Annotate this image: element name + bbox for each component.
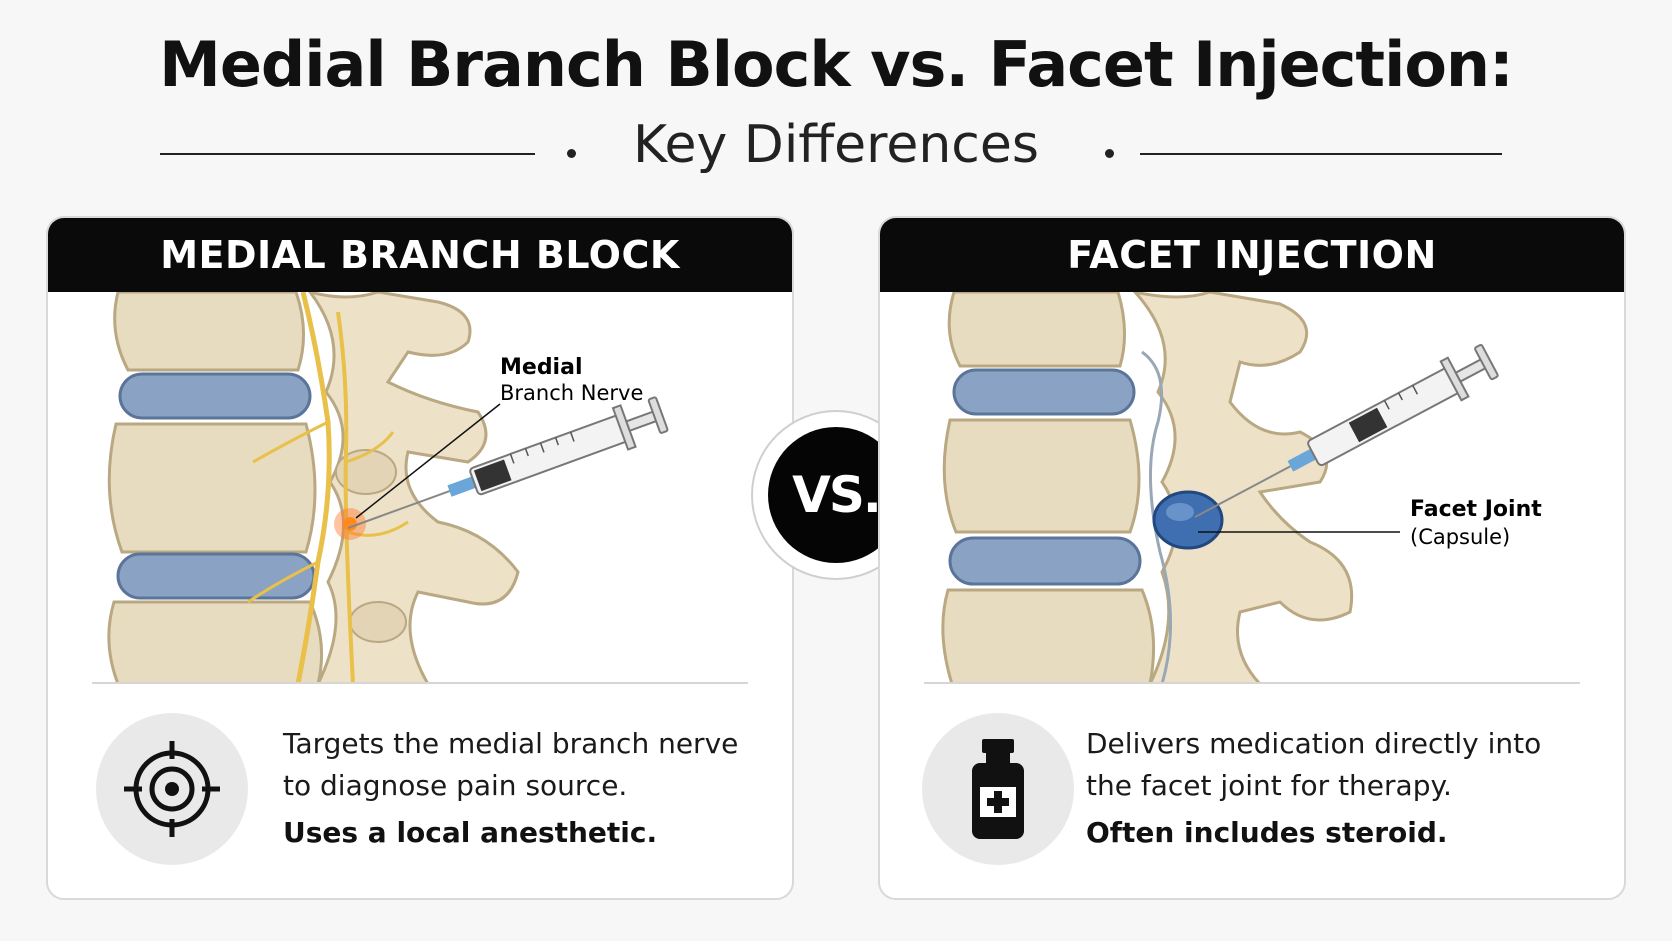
medicine-vial-icon <box>972 739 1024 839</box>
panel-emphasis: Uses a local anesthetic. <box>283 816 658 849</box>
panel-emphasis: Often includes steroid. <box>1086 816 1448 849</box>
spine-illustration-facet-joint: Facet Joint (Capsule) <box>941 292 1542 684</box>
panel-heading: MEDIAL BRANCH BLOCK <box>48 218 792 292</box>
facet-injection-panel: FACET INJECTION Facet Joint (Capsule) <box>878 216 1626 900</box>
medicine-vial-icon-badge <box>922 713 1074 865</box>
bullet-dot-right <box>1105 149 1114 158</box>
joint-label: (Capsule) <box>1410 525 1510 549</box>
bullet-dot-left <box>567 149 576 158</box>
spine-illustration-medial-branch: Medial Branch Nerve <box>107 292 669 684</box>
subtitle-row: Key Differences <box>0 115 1672 185</box>
medial-branch-block-panel: MEDIAL BRANCH BLOCK <box>46 216 794 900</box>
syringe-icon <box>347 396 669 529</box>
panel-divider <box>92 682 748 684</box>
panel-description: Targets the medial branch nerve to diagn… <box>283 727 739 802</box>
target-icon-badge <box>96 713 248 865</box>
page-subtitle: Key Differences <box>633 115 1039 175</box>
panel-heading: FACET INJECTION <box>880 218 1624 292</box>
divider-line-left <box>160 153 535 155</box>
nerve-label: Branch Nerve <box>500 381 643 405</box>
syringe-icon <box>1194 344 1499 518</box>
panel-divider <box>924 682 1580 684</box>
joint-label-bold: Facet Joint <box>1410 497 1542 522</box>
target-icon <box>124 741 220 837</box>
nerve-label-bold: Medial <box>500 355 583 380</box>
page-title: Medial Branch Block vs. Facet Injection: <box>159 28 1514 101</box>
divider-line-right <box>1140 153 1502 155</box>
panel-description: Delivers medication directly into the fa… <box>1086 727 1542 802</box>
